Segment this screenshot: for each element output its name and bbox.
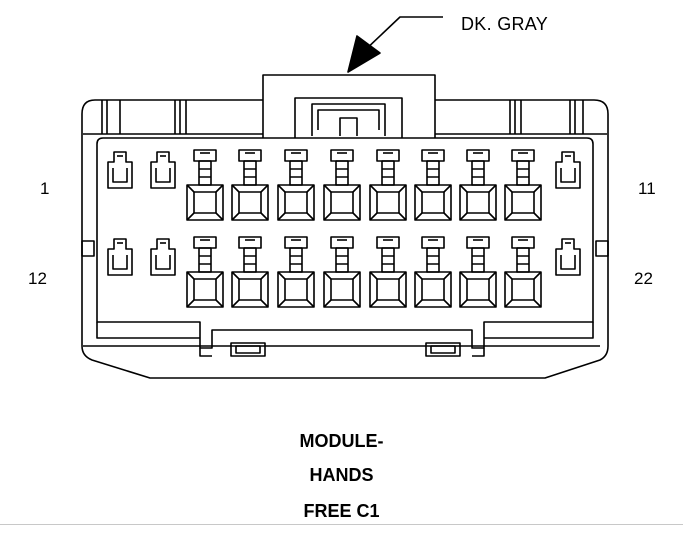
terminal-cavity-r2-4: [323, 236, 361, 308]
terminal-cavity-r2-8: [504, 236, 542, 308]
terminal-cavity-r2-3: [277, 236, 315, 308]
pin-cavities: [107, 149, 581, 308]
terminal-cavity-r1-7: [459, 149, 497, 221]
terminal-cavity-r2-1: [186, 236, 224, 308]
terminal-cavity-r1-6: [414, 149, 452, 221]
connector-title-line-3: FREE C1: [303, 501, 380, 521]
connector-title-line-1: MODULE-: [299, 431, 384, 451]
connector-latch: [262, 74, 436, 138]
pin-label-top-right: 11: [638, 179, 656, 198]
small-cavity-r1-1: [107, 151, 133, 189]
bottom-rule: [0, 524, 683, 525]
terminal-cavity-r2-5: [369, 236, 407, 308]
small-cavity-r2-right: [555, 238, 581, 276]
terminal-cavity-r2-6: [414, 236, 452, 308]
terminal-cavity-r1-5: [369, 149, 407, 221]
terminal-cavity-r1-2: [231, 149, 269, 221]
pin-label-bottom-left: 12: [28, 269, 47, 288]
small-cavity-r1-right: [555, 151, 581, 189]
connector-title-line-2: HANDS: [309, 465, 374, 485]
leader-arrow: [347, 16, 443, 73]
terminal-cavity-r1-3: [277, 149, 315, 221]
terminal-cavity-r1-4: [323, 149, 361, 221]
connector-housing: [81, 99, 609, 379]
small-cavity-r1-2: [150, 151, 176, 189]
small-cavity-r2-2: [150, 238, 176, 276]
pin-label-top-left: 1: [40, 179, 50, 198]
terminal-cavity-r2-2: [231, 236, 269, 308]
pin-label-bottom-right: 22: [634, 269, 653, 288]
wire-color-label: DK. GRAY: [461, 14, 549, 34]
terminal-cavity-r1-1: [186, 149, 224, 221]
terminal-cavity-r1-8: [504, 149, 542, 221]
small-cavity-r2-1: [107, 238, 133, 276]
terminal-cavity-r2-7: [459, 236, 497, 308]
